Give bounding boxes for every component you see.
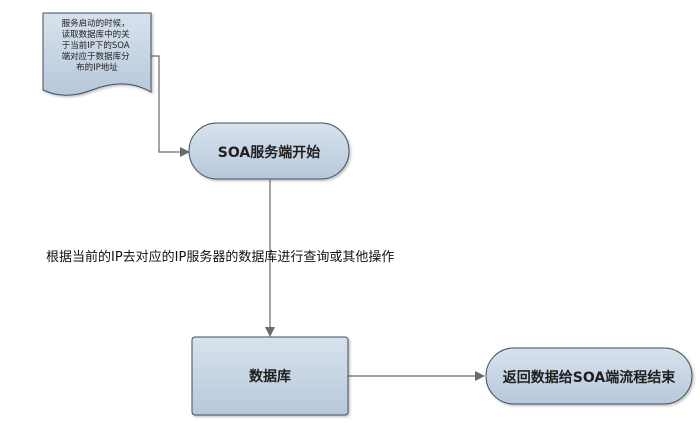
database-node (191, 336, 349, 416)
note-line-1: 服务启动的时候， (62, 18, 130, 29)
start-node (188, 122, 350, 180)
note-document-shape (42, 12, 152, 96)
note-line-5: 布的IP地址 (76, 62, 118, 73)
edge-label: 根据当前的IP去对应的IP服务器的数据库进行查询或其他操作 (46, 249, 394, 265)
end-node-label: 返回数据给SOA端流程结束 (503, 369, 676, 386)
note-line-4: 端对应于数据库分 (62, 51, 131, 62)
database-node-label: 数据库 (249, 368, 291, 385)
note-line-3: 于当前IP下的SOA (62, 40, 130, 51)
end-node (485, 347, 693, 405)
start-node-label: SOA服务端开始 (218, 144, 320, 161)
connector-note-to-start (151, 55, 190, 157)
note-line-2: 读取数据库中的关 (62, 29, 131, 40)
svg-text:服务启动的时候， 读取数据库中的关 于当前I: 服务启动的时候， 读取数据库中的关 于当前IP下的SOA 端对应于数据库分 布的… (62, 18, 133, 73)
